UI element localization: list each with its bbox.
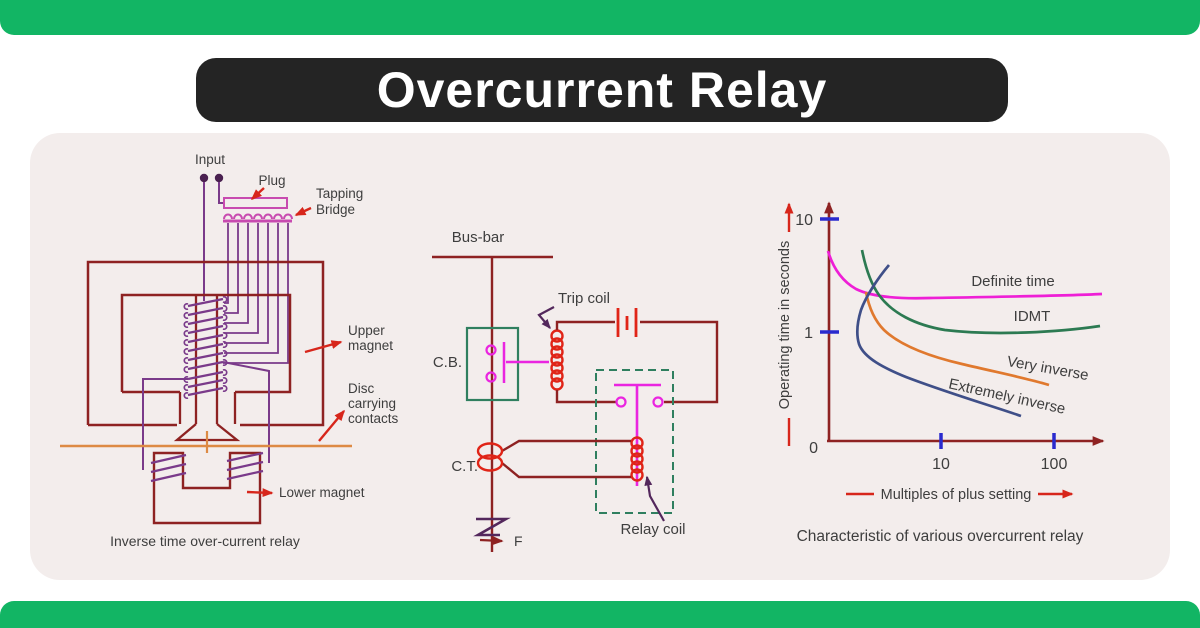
x-axis-label: Multiples of plus setting xyxy=(881,487,1032,503)
tapping-bridge-pointer-arrow xyxy=(294,206,312,217)
relay-coil-pointer-arrow xyxy=(644,475,665,522)
coil-connector-left xyxy=(142,378,188,470)
current-transformer xyxy=(476,442,504,472)
lower-magnet-label: Lower magnet xyxy=(279,485,365,500)
circuit-breaker-box xyxy=(465,326,520,402)
y-axis-label: Operating time in seconds xyxy=(777,241,793,409)
y-tick-0: 0 xyxy=(809,440,818,457)
trip-coil-label: Trip coil xyxy=(558,290,610,307)
cb-blade-and-trip-link xyxy=(502,342,549,383)
left-diagram-inverse-time-relay: Input Plug Tapping Bridge xyxy=(60,152,399,549)
curve-definite-time xyxy=(826,250,1103,300)
upper-coil-lower-section xyxy=(183,369,228,399)
tapping-bridge-label-line2: Bridge xyxy=(316,202,355,217)
relay-coil-label: Relay coil xyxy=(620,521,685,538)
busbar-label: Bus-bar xyxy=(452,229,505,246)
characteristic-chart: 10 1 0 10 100 Operating time in seconds … xyxy=(777,201,1105,545)
upper-magnet-outer-core xyxy=(86,260,325,427)
top-accent-bar xyxy=(0,0,1200,35)
curve-extremely-inverse xyxy=(855,264,1022,418)
cb-contact-bottom xyxy=(485,371,497,383)
curve-label-idmt: IDMT xyxy=(1014,308,1051,325)
upper-magnet-pointer-arrow xyxy=(304,340,343,354)
disc-label-line3: contacts xyxy=(348,411,399,426)
trip-circuit-wire-top-left xyxy=(555,320,615,330)
relay-contact-right xyxy=(652,396,664,408)
bottom-accent-bar xyxy=(0,601,1200,628)
y-axis-ticks xyxy=(820,217,839,334)
disc-label-line2: carrying xyxy=(348,396,396,411)
tap-wires xyxy=(223,223,289,364)
upper-magnet-label-line2: magnet xyxy=(348,338,393,353)
input-terminal-dot xyxy=(214,173,224,183)
fault-arrow xyxy=(479,535,504,546)
plug-pointer-arrow xyxy=(250,187,265,201)
page-title: Overcurrent Relay xyxy=(376,62,828,118)
curve-label-definite-time: Definite time xyxy=(971,273,1054,290)
circuit-breaker-label: C.B. xyxy=(433,354,462,371)
curve-label-very-inverse: Very inverse xyxy=(1006,353,1090,384)
trip-circuit-wire-right xyxy=(640,320,719,404)
input-wire-right xyxy=(218,182,223,204)
middle-diagram-protection-circuit: Bus-bar C.B. Trip coil xyxy=(432,229,719,552)
chart-caption: Characteristic of various overcurrent re… xyxy=(797,528,1084,545)
x-tick-100: 100 xyxy=(1041,456,1068,473)
fault-zigzag xyxy=(473,517,511,537)
cb-contact-top xyxy=(485,344,497,356)
y-tick-1: 1 xyxy=(804,325,813,342)
upper-magnet-label-line1: Upper xyxy=(348,323,385,338)
battery xyxy=(616,308,638,337)
tapping-bridge-contacts xyxy=(223,213,293,220)
lower-magnet-core xyxy=(152,451,262,525)
title-banner: Overcurrent Relay xyxy=(196,58,1008,122)
y-tick-10: 10 xyxy=(795,212,813,229)
plug-label: Plug xyxy=(258,173,285,188)
curve-very-inverse xyxy=(864,291,1050,387)
trip-coil xyxy=(550,329,564,391)
upper-magnet-inner-window xyxy=(120,293,292,394)
x-axis-ticks xyxy=(939,433,1056,449)
upper-coil xyxy=(183,296,228,373)
input-label: Input xyxy=(195,152,225,167)
trip-circuit-wire-bottom-left xyxy=(555,390,616,404)
disc-pointer-arrow xyxy=(318,409,345,442)
disc-label-line1: Disc xyxy=(348,381,374,396)
lower-magnet-coils xyxy=(150,451,264,483)
coil-connector-right xyxy=(222,361,270,463)
x-tick-10: 10 xyxy=(932,456,950,473)
relay-coil xyxy=(630,436,644,482)
fault-label: F xyxy=(514,533,523,549)
left-diagram-caption: Inverse time over-current relay xyxy=(110,533,300,549)
curve-idmt xyxy=(860,249,1101,335)
content-panel xyxy=(30,133,1170,580)
relay-contact-left xyxy=(615,396,627,408)
ct-secondary-wires xyxy=(501,439,631,479)
input-terminal-dot xyxy=(199,173,209,183)
ct-label: C.T. xyxy=(451,458,478,475)
tapping-bridge-label-line1: Tapping xyxy=(316,186,363,201)
trip-coil-pointer-arrow xyxy=(537,306,555,330)
lower-magnet-pointer-arrow xyxy=(246,488,274,498)
plug-bar xyxy=(223,197,288,209)
